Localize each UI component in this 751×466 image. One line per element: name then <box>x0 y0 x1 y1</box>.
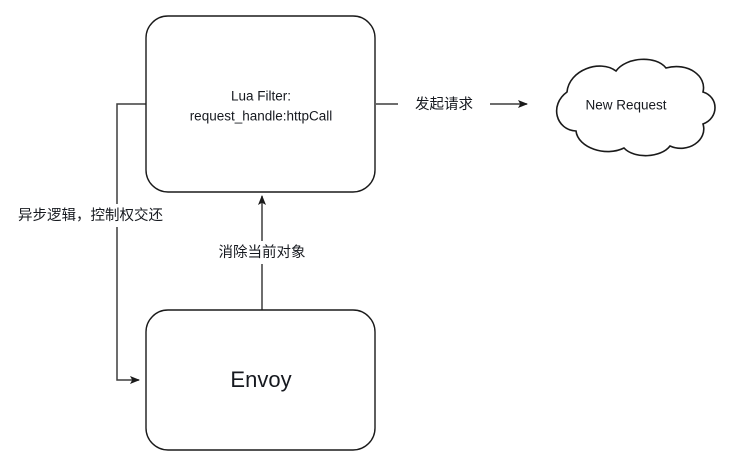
node-envoy[interactable]: Envoy <box>145 309 376 451</box>
node-new-request[interactable]: New Request <box>555 58 716 157</box>
edge-lua-to-new-request: 发起请求 <box>376 94 528 115</box>
edge-envoy-to-lua-label-backdrop <box>196 241 328 264</box>
edge-lua-to-new-request-label: 发起请求 <box>415 96 473 113</box>
edge-lua-to-new-request-label-backdrop <box>398 94 490 115</box>
node-lua-filter-label-line2: request_handle:httpCall <box>190 109 333 124</box>
edge-lua-to-envoy-line <box>116 103 146 384</box>
node-new-request-label: New Request <box>585 98 666 113</box>
node-new-request-shape[interactable] <box>555 58 716 157</box>
edge-lua-to-envoy: 异步逻辑，控制权交还 <box>16 103 222 384</box>
node-envoy-label: Envoy <box>230 367 291 392</box>
node-envoy-shape[interactable] <box>145 309 376 451</box>
edge-lua-to-envoy-label: 异步逻辑，控制权交还 <box>18 206 163 224</box>
node-lua-filter-shape[interactable] <box>145 15 376 193</box>
edge-envoy-to-lua-label: 消除当前对象 <box>219 244 306 261</box>
node-lua-filter-label-line1: Lua Filter: <box>231 89 291 104</box>
edge-envoy-to-lua: 消除当前对象 <box>196 195 328 310</box>
edge-lua-to-envoy-label-backdrop <box>16 204 222 227</box>
node-lua-filter[interactable]: Lua Filter: request_handle:httpCall <box>145 15 376 193</box>
